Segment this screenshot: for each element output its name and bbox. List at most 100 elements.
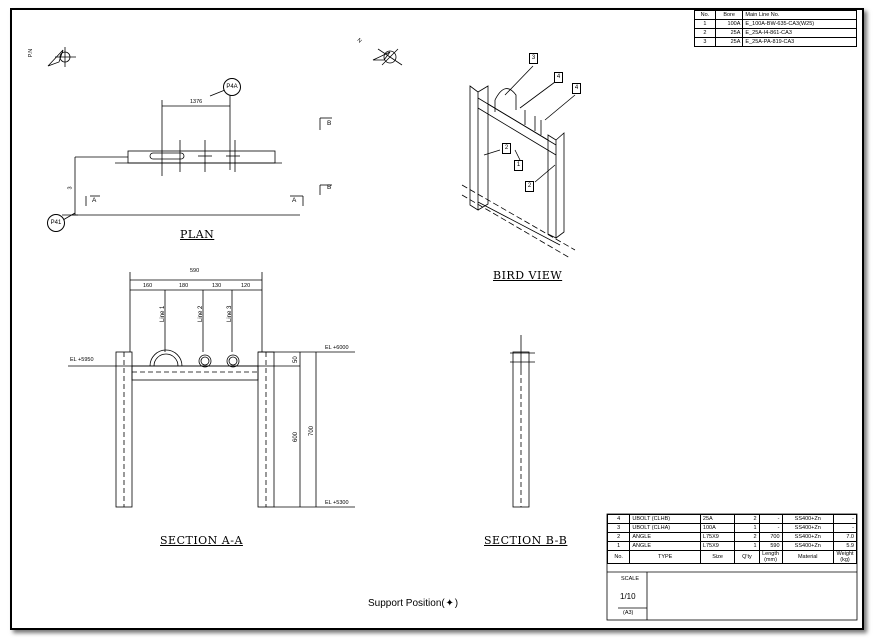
bom-cell: 590 [758, 541, 783, 551]
line-table-header-line: Main Line No. [742, 10, 857, 20]
plan-cut-b-top: B [327, 120, 332, 127]
plan-cut-b-bottom: B [327, 184, 332, 191]
bom-cell: 2 [606, 532, 631, 542]
line-table-cell: 25A [714, 28, 744, 38]
bird-mark-2b: 2 [525, 181, 534, 192]
line-table-cell: 100A [714, 19, 744, 29]
table-row: 1 ANGLE L75X9 1 590 SS400+Zn 5.9 [606, 541, 857, 551]
line-table-cell: 3 [694, 37, 716, 47]
bom-header: Length (mm) [758, 550, 783, 564]
bom-cell: ANGLE [629, 532, 701, 542]
aa-dim-700: 700 [309, 425, 315, 436]
bom-cell: 1 [734, 523, 760, 533]
bom-header: Size [699, 550, 736, 564]
bom-cell: 4 [606, 514, 631, 524]
bird-mark-1: 1 [514, 160, 523, 171]
line-table-cell: 25A [714, 37, 744, 47]
bird-mark-3: 3 [529, 53, 538, 64]
line-table-cell: E_100A-BW-635-CA3(W25) [742, 19, 857, 29]
bom-table: 4 UBOLT (CLHB) 25A 2 - SS400+Zn - 3 UBOL… [606, 514, 857, 564]
aa-el-left: EL +5950 [70, 357, 94, 363]
bom-cell: - [758, 523, 783, 533]
table-row: 3 UBOLT (CLHA) 100A 1 - SS400+Zn - [606, 523, 857, 533]
bom-cell: - [758, 514, 783, 524]
bom-cell: SS400+Zn [781, 523, 835, 533]
plan-bubble-left: P41 [47, 214, 65, 232]
bom-cell: - [833, 523, 857, 533]
line-table-cell: 2 [694, 28, 716, 38]
aa-line-2: Line 2 [198, 305, 204, 322]
line-table-header: No. Bore Main Line No. [694, 10, 857, 20]
section-bb-title: SECTION B-B [484, 534, 568, 547]
bird-view-title: BIRD VIEW [493, 269, 563, 282]
bird-mark-4b: 4 [572, 83, 581, 94]
bom-cell: UBOLT (CLHA) [629, 523, 701, 533]
bom-cell: 2 [734, 514, 760, 524]
bird-view [461, 65, 576, 259]
line-table-header-bore: Bore [714, 10, 744, 20]
line-table-cell: E_25A-PA-819-CA3 [742, 37, 857, 47]
table-row: 1 100A E_100A-BW-635-CA3(W25) [694, 19, 857, 29]
plan-dim-1376: 1376 [190, 99, 203, 105]
aa-dim-4: 120 [241, 283, 251, 289]
aa-dim-1: 160 [143, 283, 153, 289]
bom-cell: 100A [699, 523, 736, 533]
table-row: 4 UBOLT (CLHB) 25A 2 - SS400+Zn - [606, 514, 857, 524]
aa-el-bottom: EL +5300 [325, 500, 349, 506]
aa-el-top: EL +6000 [325, 345, 349, 351]
bom-cell: 700 [758, 532, 783, 542]
aa-dim-total: 590 [190, 268, 200, 274]
bom-cell: 5.9 [833, 541, 857, 551]
table-row: 3 25A E_25A-PA-819-CA3 [694, 37, 857, 47]
bom-cell: 7.0 [833, 532, 857, 542]
bom-header: Weight (kg) [833, 550, 857, 564]
bom-cell: 3 [606, 523, 631, 533]
bird-mark-4a: 4 [554, 72, 563, 83]
north-arrow-top [372, 48, 403, 66]
support-position-text: Support Position( [368, 598, 445, 609]
bird-mark-2a: 2 [502, 143, 511, 154]
bom-cell: 2 [734, 532, 760, 542]
section-bb-view [510, 335, 535, 508]
plan-cut-a-right: A [292, 197, 297, 204]
plan-view [62, 89, 332, 221]
scale-value: 1/10 [620, 592, 636, 601]
aa-dim-2: 180 [179, 283, 189, 289]
plan-cut-a-left: A [92, 197, 97, 204]
bom-header: Q'ty [734, 550, 760, 564]
line-table-cell: E_25A-I4-861-CA3 [742, 28, 857, 38]
line-table-header-no: No. [694, 10, 716, 20]
aa-dim-50: 50 [293, 356, 299, 363]
bom-cell: 25A [699, 514, 736, 524]
aa-line-3: Line 3 [227, 305, 233, 322]
aa-line-1: Line 1 [160, 305, 166, 322]
plan-bubble-top: P4A [223, 78, 241, 96]
compass-icon: ✦ [445, 598, 454, 609]
north-arrow-left [47, 47, 76, 67]
section-aa-view [68, 272, 355, 508]
aa-dim-3: 130 [212, 283, 222, 289]
line-table-cell: 1 [694, 19, 716, 29]
bom-cell: L75X9 [699, 532, 736, 542]
bom-header: Material [781, 550, 835, 564]
bom-header: No. [606, 550, 631, 564]
bom-cell: L75X9 [699, 541, 736, 551]
bom-cell: UBOLT (CLHB) [629, 514, 701, 524]
bom-cell: SS400+Zn [781, 514, 835, 524]
plan-dim-3: 3 [67, 186, 74, 190]
scale-label: SCALE [621, 576, 640, 582]
bom-cell: SS400+Zn [781, 532, 835, 542]
aa-dim-600: 600 [293, 431, 299, 442]
north-label-pn: P.N [28, 48, 35, 58]
plan-title: PLAN [180, 228, 215, 241]
bom-cell: 1 [606, 541, 631, 551]
sheet-size: (A3) [623, 610, 634, 616]
bom-cell: ANGLE [629, 541, 701, 551]
support-position-label: Support Position(✦) [368, 598, 458, 609]
support-position-end: ) [454, 598, 459, 609]
line-number-table: No. Bore Main Line No. 1 100A E_100A-BW-… [694, 10, 857, 47]
bom-cell: 1 [734, 541, 760, 551]
bom-header-row: No. TYPE Size Q'ty Length (mm) Material … [606, 550, 857, 564]
section-aa-title: SECTION A-A [160, 534, 243, 547]
